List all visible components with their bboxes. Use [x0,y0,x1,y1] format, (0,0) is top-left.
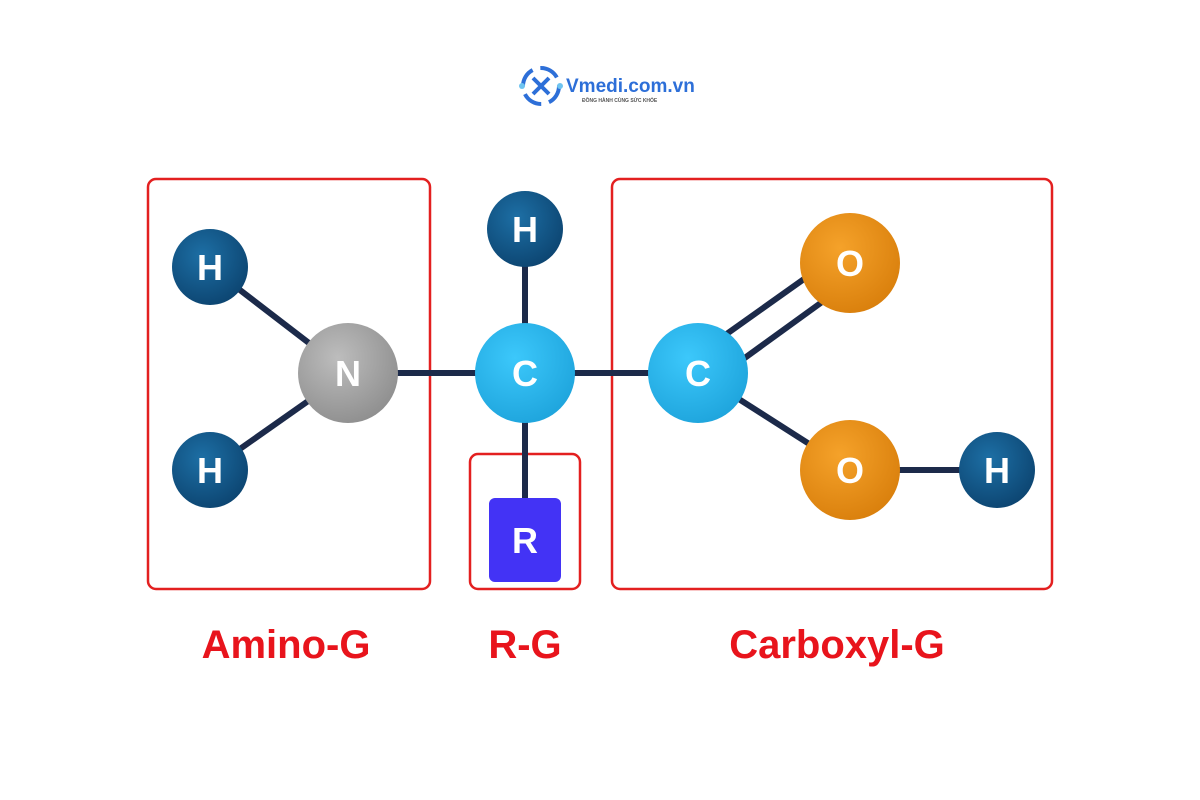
svg-text:N: N [335,353,361,394]
svg-text:H: H [197,450,223,491]
svg-text:C: C [512,353,538,394]
r-side-chain: R [489,498,561,582]
hydrogen-atom: H [959,432,1035,508]
svg-text:H: H [984,450,1010,491]
svg-text:H: H [512,209,538,250]
svg-text:O: O [836,450,864,491]
carboxyl-carbon-atom: C [648,323,748,423]
logo-text: Vmedi.com.vn [566,76,695,97]
svg-text:R: R [512,520,538,561]
hydrogen-atom: H [487,191,563,267]
oxygen-atom: O [800,213,900,313]
logo-cross-icon [531,76,551,96]
carboxyl-group-box [610,177,1054,591]
svg-text:C: C [685,353,711,394]
alpha-carbon-atom: C [475,323,575,423]
carboxyl-group-label: Carboxyl-G [729,623,945,667]
amino-group-label: Amino-G [202,623,371,667]
svg-text:O: O [836,243,864,284]
amino-group-box [146,177,432,591]
logo-tagline: ĐỒNG HÀNH CÙNG SỨC KHỎE [582,97,658,104]
oxygen-atom: O [800,420,900,520]
vmedi-logo: Vmedi.com.vn ĐỒNG HÀNH CÙNG SỨC KHỎE [519,66,695,106]
hydrogen-atom: H [172,432,248,508]
r-group-label: R-G [488,623,561,667]
hydrogen-atom: H [172,229,248,305]
nitrogen-atom: N [298,323,398,423]
svg-text:H: H [197,247,223,288]
